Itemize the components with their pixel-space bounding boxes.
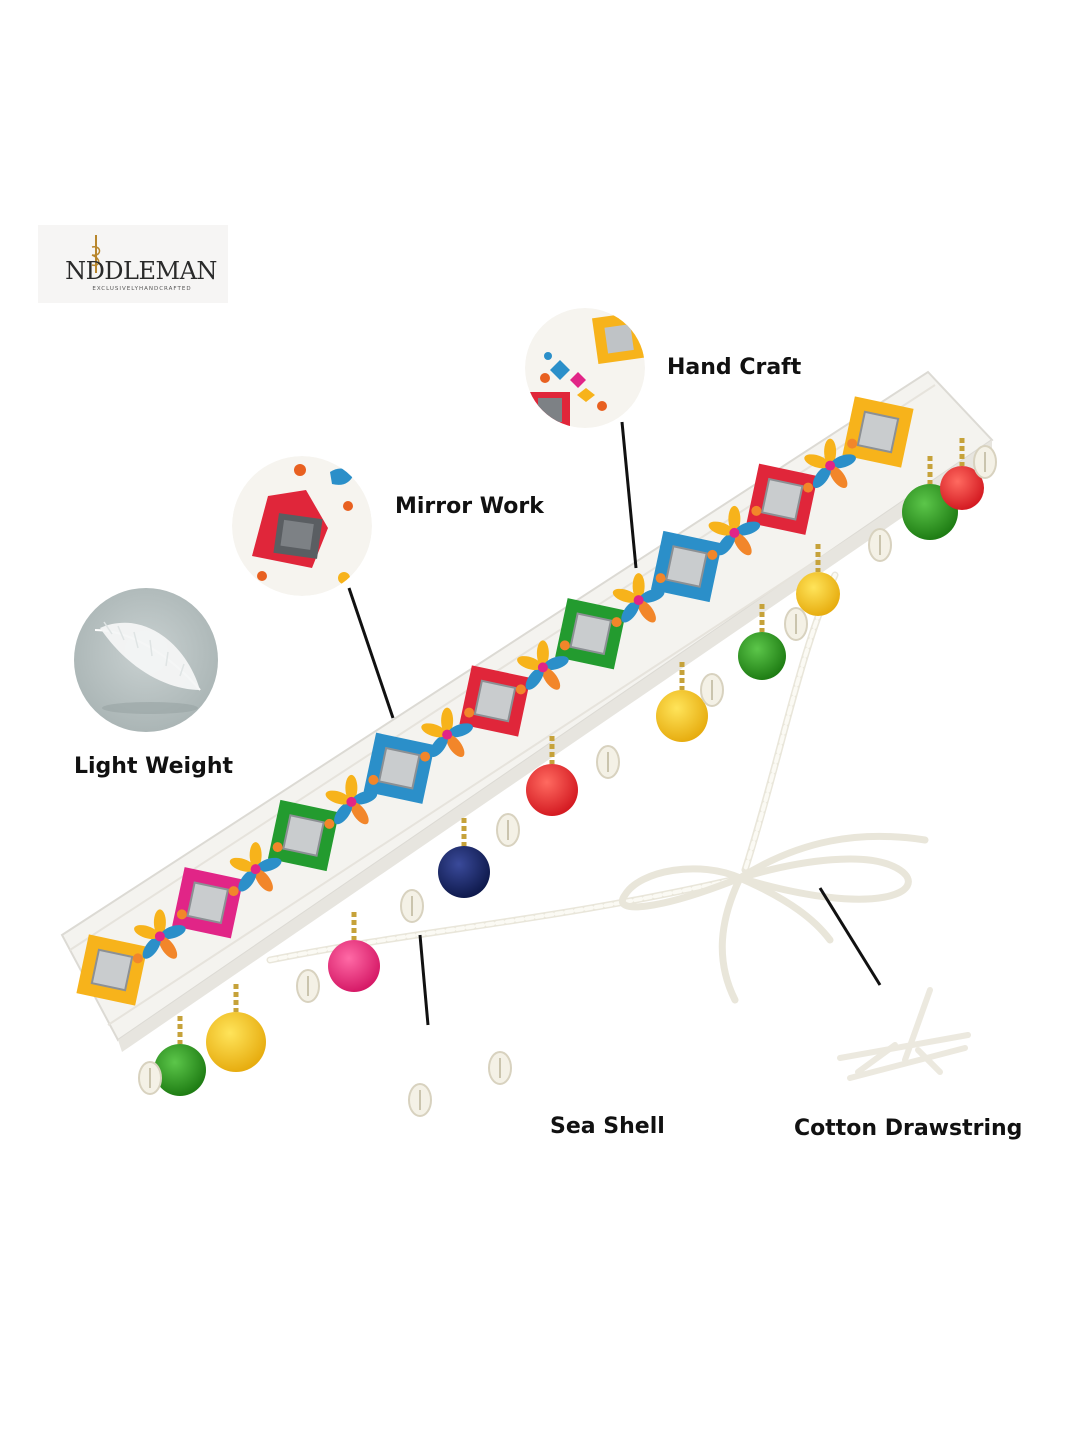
- mirror-motif: [76, 934, 148, 1006]
- brand-tagline: EXCLUSIVELYHANDCRAFTED: [92, 286, 192, 292]
- mirror-motif: [267, 799, 340, 872]
- light-weight-label: Light Weight: [74, 754, 234, 779]
- flower-motif: [324, 774, 379, 829]
- callout-lines: [347, 421, 882, 1026]
- feather-icon: [74, 588, 218, 732]
- pom-pom: [438, 818, 490, 898]
- sea-shell: [408, 1083, 432, 1117]
- flower-motif: [132, 909, 187, 964]
- sea-shell: [868, 528, 892, 562]
- hand-craft-label: Hand Craft: [667, 355, 802, 380]
- pom-pom: [526, 736, 578, 816]
- mirror-work-label: Mirror Work: [395, 494, 544, 519]
- pom-pom: [328, 912, 380, 992]
- brand-logo: NDDLEMAN EXCLUSIVELYHANDCRAFTED: [38, 225, 228, 303]
- sea-shell-label: Sea Shell: [550, 1114, 665, 1139]
- pom-pom: [796, 544, 840, 616]
- flower-motif: [611, 573, 666, 628]
- mirror-motif: [555, 598, 627, 670]
- needle-icon: [91, 235, 101, 273]
- mirror-motif: [172, 867, 244, 939]
- pom-pom: [656, 662, 708, 742]
- drawstring-tie-zoom: [837, 987, 971, 1081]
- sea-shell: [400, 889, 424, 923]
- flower-motif: [515, 640, 570, 695]
- flower-motif: [803, 438, 858, 493]
- sea-shell: [296, 969, 320, 1003]
- mirror-motif: [363, 732, 435, 804]
- sea-shell: [496, 813, 520, 847]
- sea-shell: [973, 445, 997, 479]
- pom-pom: [738, 604, 786, 680]
- mirror-motif: [842, 396, 914, 468]
- pom-pom: [154, 1016, 206, 1096]
- sea-shell: [488, 1051, 512, 1085]
- tassels: [138, 438, 997, 1117]
- cotton-drawstring-label: Cotton Drawstring: [794, 1116, 1023, 1141]
- mirror-motifs: [76, 396, 914, 1006]
- pom-pom: [940, 438, 984, 510]
- sea-shell: [138, 1061, 162, 1095]
- pom-pom: [206, 984, 266, 1072]
- mirror-motif: [650, 530, 723, 603]
- flower-motif: [228, 842, 283, 897]
- flower-motif: [707, 505, 762, 560]
- sea-shell: [596, 745, 620, 779]
- hand-craft-zoom: [525, 308, 645, 428]
- belt: [60, 370, 994, 1052]
- cotton-drawstring: [266, 571, 929, 1004]
- sea-shell: [784, 607, 808, 641]
- brand-name: NDDLEMAN: [65, 257, 217, 285]
- mirror-motif: [459, 665, 531, 737]
- sea-shell: [700, 673, 724, 707]
- flower-motifs: [132, 438, 858, 964]
- mirror-motif: [746, 463, 818, 535]
- mirror-work-zoom: [232, 456, 372, 596]
- flower-motif: [420, 707, 475, 762]
